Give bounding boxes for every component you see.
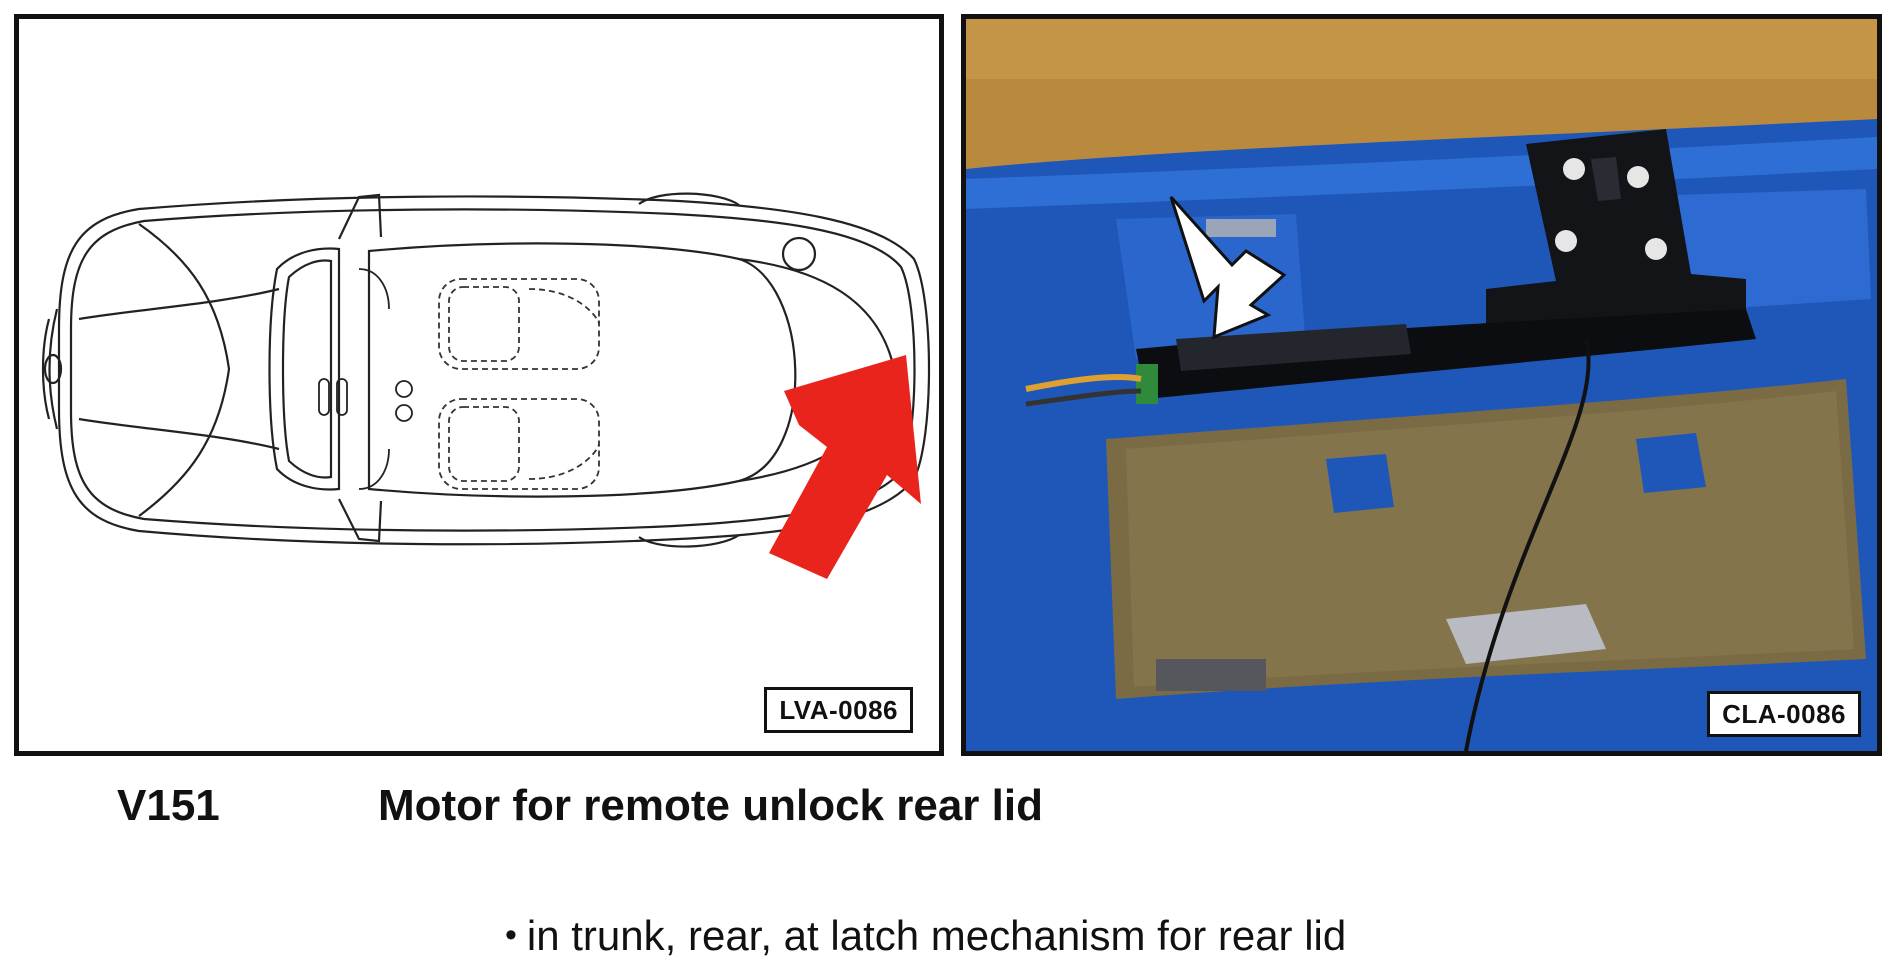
location-arrow-white bbox=[1169, 195, 1287, 340]
figure-code-right: CLA-0086 bbox=[1707, 691, 1861, 737]
bullet-point: • bbox=[505, 916, 517, 954]
location-arrow-red bbox=[769, 355, 921, 579]
latch-photo: CLA-0086 bbox=[961, 14, 1882, 756]
location-text: in trunk, rear, at latch mechanism for r… bbox=[526, 912, 1347, 959]
car-top-view-drawing bbox=[41, 192, 931, 579]
component-code: V151 bbox=[117, 781, 220, 830]
vehicle-location-diagram: LVA-0086 bbox=[14, 14, 944, 756]
figure-code-left: LVA-0086 bbox=[764, 687, 913, 733]
trunk-latch-photo-illustration bbox=[966, 19, 1877, 751]
location-description: •in trunk, rear, at latch mechanism for … bbox=[505, 911, 1346, 961]
component-title: Motor for remote unlock rear lid bbox=[378, 781, 1043, 830]
